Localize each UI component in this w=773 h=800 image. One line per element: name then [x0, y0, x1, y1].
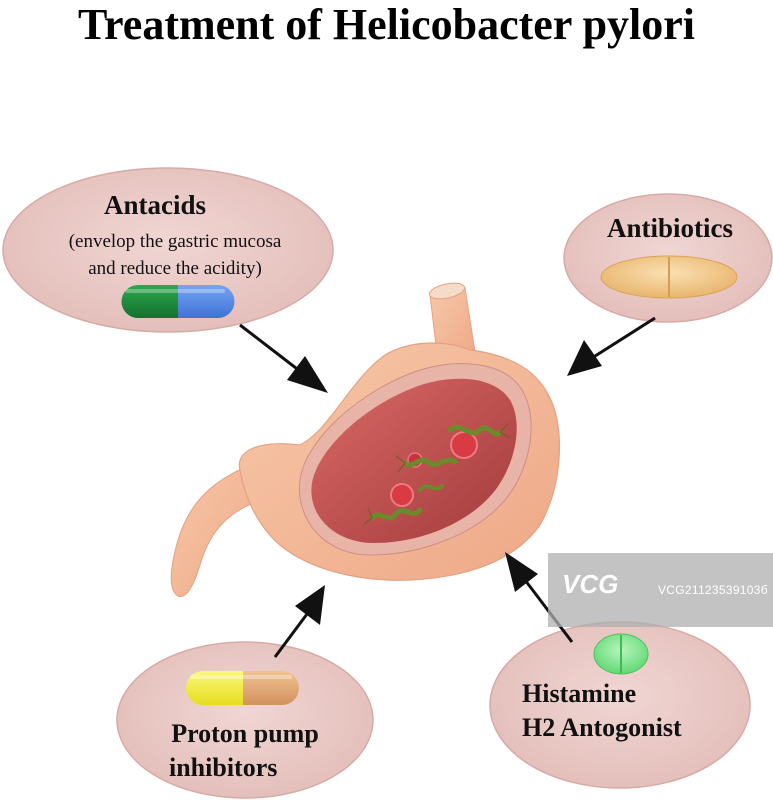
antibiotics-title: Antibiotics	[606, 213, 733, 243]
watermark-logo: VCG	[562, 569, 619, 599]
arrow-antacids	[239, 323, 328, 393]
antacids-title: Antacids	[103, 190, 206, 220]
watermark: VCG VCG21123539103б	[548, 553, 773, 627]
arrow-proton-pump	[273, 585, 325, 658]
stomach-illustration	[170, 282, 561, 598]
histamine-tablet-icon	[593, 633, 649, 675]
antacids-capsule-icon	[121, 285, 235, 318]
antacids-description-line2: and reduce the acidity)	[88, 258, 262, 279]
proton-pump-line2: inhibitors	[169, 753, 278, 782]
antibiotics-tablet-icon	[600, 255, 738, 299]
histamine-line1: Histamine	[522, 679, 637, 708]
diagram-title: Treatment of Helicobacter pylori	[77, 0, 696, 49]
antacids-description: (envelop the gastric mucosa and reduce t…	[25, 228, 325, 282]
arrow-antibiotics	[567, 316, 656, 376]
histamine-line2: H2 Antogonist	[522, 713, 682, 742]
watermark-id: VCG21123539103б	[658, 583, 768, 597]
proton-pump-line1: Proton pump	[171, 719, 319, 748]
histamine-label: Histamine H2 Antogonist	[522, 677, 732, 745]
antacids-description-line1: (envelop the gastric mucosa	[68, 231, 282, 252]
proton-pump-capsule-icon	[186, 671, 299, 705]
proton-pump-bubble	[116, 641, 374, 799]
proton-pump-label: Proton pump inhibitors	[145, 717, 345, 785]
antacids-bubble	[2, 167, 334, 333]
